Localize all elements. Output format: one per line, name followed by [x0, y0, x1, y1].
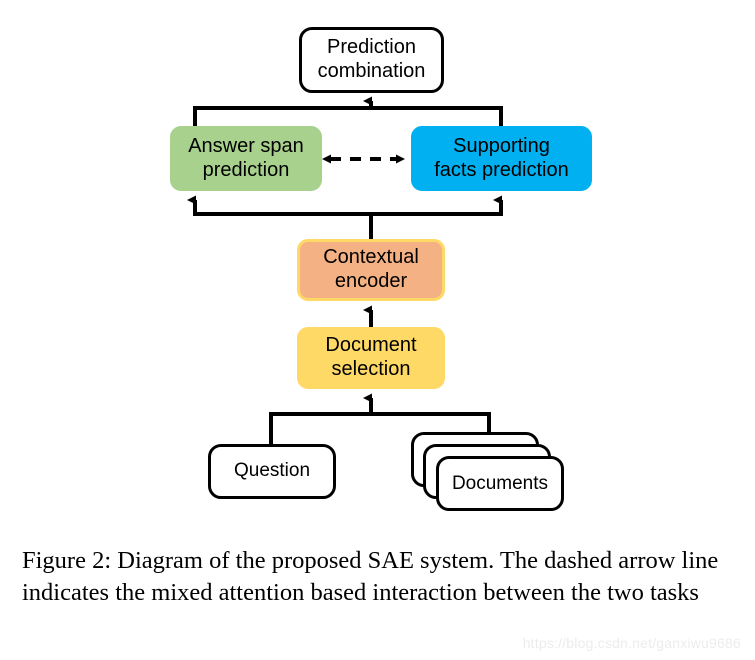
node-prediction-combination: Prediction combination — [299, 27, 444, 93]
node-answer-span-prediction: Answer span prediction — [170, 126, 322, 191]
edge-inputs-to-document-selection — [269, 393, 491, 444]
edge-encoder-to-predictions — [187, 195, 503, 239]
diagram-connectors — [187, 96, 503, 444]
node-documents: Documents — [436, 456, 564, 511]
node-contextual-encoder: Contextual encoder — [297, 239, 445, 301]
edge-predictions-to-combination — [193, 96, 503, 126]
figure-caption: Figure 2: Diagram of the proposed SAE sy… — [22, 547, 719, 606]
node-supporting-facts-prediction: Supporting facts prediction — [411, 126, 592, 191]
figure-diagram: Prediction combination Answer span predi… — [170, 27, 592, 511]
node-question: Question — [208, 444, 336, 499]
watermark-text: https://blog.csdn.net/ganxiwu9686 — [522, 635, 741, 651]
node-document-selection: Document selection — [297, 327, 445, 389]
